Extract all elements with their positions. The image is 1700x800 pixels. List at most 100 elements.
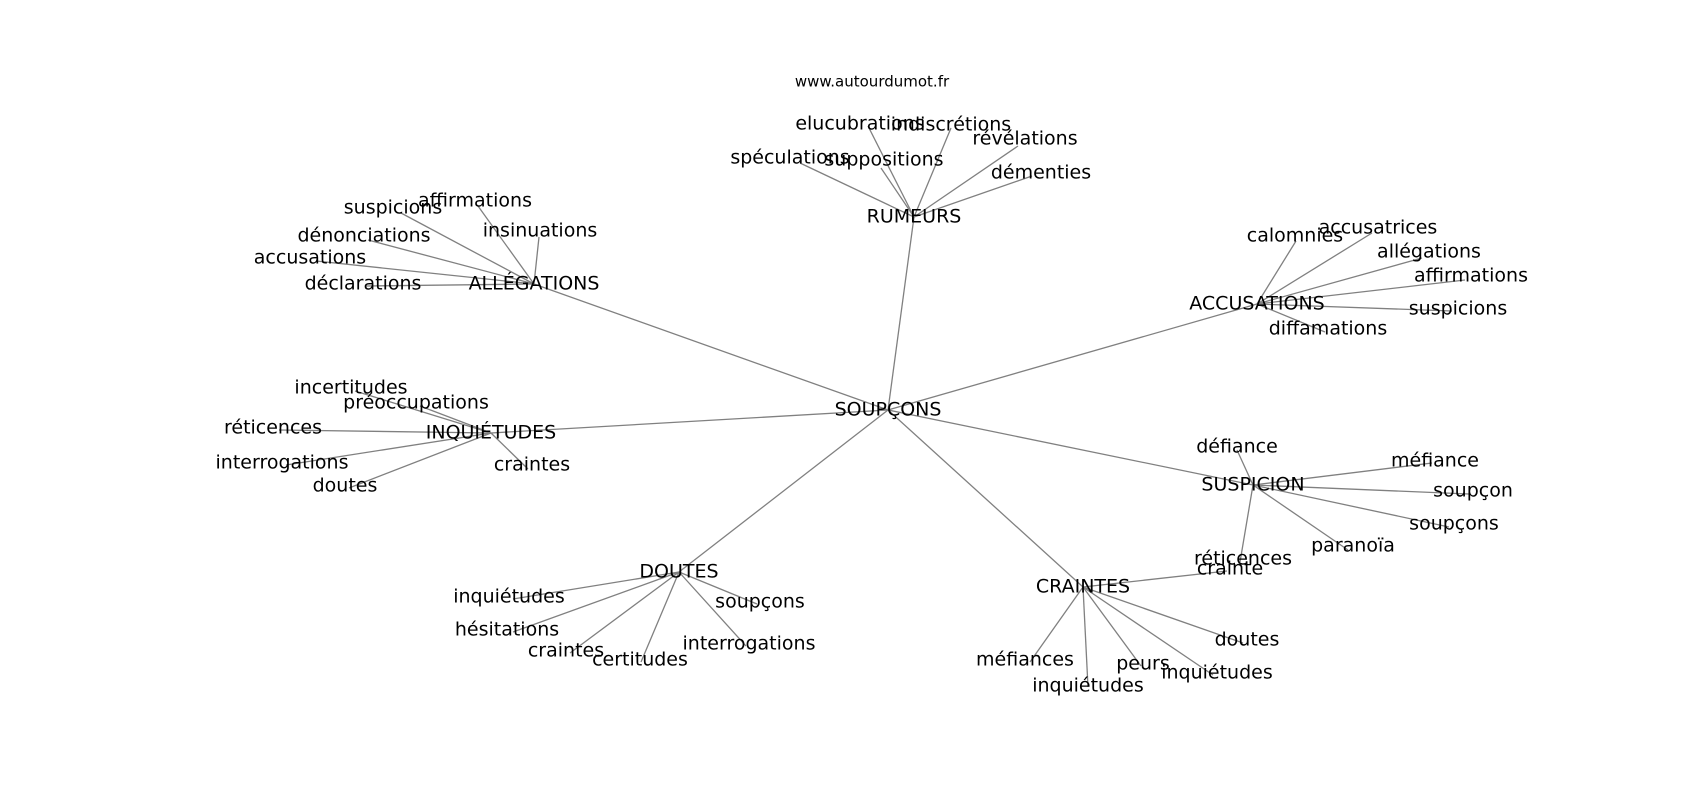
edge-hub-to-leaf: [640, 571, 680, 663]
edge-hub-to-leaf: [1239, 484, 1254, 563]
leaf-node[interactable]: accusations: [254, 247, 366, 269]
edge-hub-to-leaf: [913, 145, 1019, 218]
leaf-node[interactable]: interrogations: [216, 452, 349, 474]
edge-hub-to-leaf: [1256, 303, 1453, 312]
edge-hub-to-leaf: [490, 432, 529, 470]
leaf-node[interactable]: défiance: [1196, 436, 1278, 458]
leaf-node[interactable]: insinuations: [483, 220, 598, 242]
edge-hub-to-leaf: [400, 212, 535, 285]
edge-hub-to-leaf: [799, 162, 915, 218]
edge-hub-to-leaf: [1256, 257, 1423, 305]
edge-center-to-hub: [887, 216, 915, 411]
leaf-node[interactable]: accusatrices: [1319, 217, 1438, 239]
leaf-node[interactable]: méfiances: [976, 649, 1074, 671]
center-node[interactable]: SOUPÇONS: [835, 399, 942, 421]
graph-edges: [278, 125, 1470, 688]
edge-hub-to-leaf: [1252, 484, 1349, 551]
hub-node[interactable]: CRAINTES: [1036, 576, 1130, 598]
leaf-node[interactable]: soupçons: [1409, 513, 1499, 535]
leaf-node[interactable]: suppositions: [824, 149, 943, 171]
leaf-node[interactable]: incertitudes: [294, 377, 407, 399]
edge-hub-to-leaf: [678, 571, 747, 647]
leaf-node[interactable]: craintes: [494, 454, 570, 476]
edge-hub-to-leaf: [285, 432, 492, 466]
leaf-node[interactable]: doutes: [313, 475, 378, 497]
edge-hub-to-leaf: [477, 205, 535, 285]
leaf-node[interactable]: certitudes: [592, 649, 688, 671]
leaf-node[interactable]: indiscrétions: [891, 114, 1011, 136]
leaf-node[interactable]: doutes: [1215, 629, 1280, 651]
edge-hub-to-leaf: [1256, 232, 1373, 305]
edge-hub-to-leaf: [867, 125, 915, 218]
edge-hub-to-leaf: [913, 127, 952, 218]
leaf-node[interactable]: inquiétudes: [1161, 662, 1273, 684]
edge-hub-to-leaf: [1082, 586, 1214, 676]
edge-hub-to-leaf: [367, 239, 535, 285]
edge-center-to-hub: [887, 409, 1254, 486]
edge-hub-to-leaf: [913, 175, 1033, 218]
edge-center-to-hub: [887, 409, 1084, 588]
leaf-node[interactable]: affirmations: [418, 190, 532, 212]
leaf-node[interactable]: inquiétudes: [1032, 675, 1144, 697]
leaf-node[interactable]: affirmations: [1414, 265, 1528, 287]
leaf-node[interactable]: craintes: [528, 640, 604, 662]
edge-hub-to-leaf: [1256, 240, 1297, 305]
leaf-node[interactable]: diffamations: [1269, 318, 1388, 340]
edge-hub-to-leaf: [278, 429, 492, 434]
leaf-node[interactable]: déclarations: [305, 273, 422, 295]
hub-node[interactable]: ALLÉGATIONS: [469, 272, 600, 295]
edge-hub-to-leaf: [1252, 484, 1450, 528]
edge-hub-to-leaf: [1082, 586, 1089, 688]
leaf-node[interactable]: inquiétudes: [453, 586, 565, 608]
leaf-node[interactable]: soupçons: [715, 591, 805, 613]
leaf-node[interactable]: méfiance: [1391, 450, 1479, 472]
edge-hub-to-leaf: [315, 260, 535, 285]
leaf-node[interactable]: réticences: [224, 417, 322, 439]
leaf-node[interactable]: hésitations: [455, 619, 559, 641]
edge-hub-to-leaf: [1082, 570, 1228, 588]
edge-hub-to-leaf: [1252, 484, 1470, 495]
edge-hub-to-leaf: [569, 571, 680, 654]
edge-hub-to-leaf: [512, 571, 680, 633]
leaf-node[interactable]: paranoïa: [1311, 535, 1395, 557]
leaf-node[interactable]: peurs: [1116, 653, 1170, 675]
leaf-node[interactable]: interrogations: [683, 633, 816, 655]
edge-center-to-hub: [533, 283, 889, 411]
edge-hub-to-leaf: [678, 571, 758, 605]
edge-center-to-hub: [490, 409, 889, 434]
edge-hub-to-leaf: [1256, 279, 1466, 305]
leaf-node[interactable]: elucubrations: [795, 113, 924, 135]
site-credit[interactable]: www.autourdumot.fr: [795, 73, 950, 91]
edge-hub-to-leaf: [880, 167, 915, 218]
edge-hub-to-leaf: [1236, 449, 1254, 486]
leaf-node[interactable]: suspicions: [1409, 298, 1507, 320]
leaf-node[interactable]: réticences: [1194, 548, 1292, 570]
leaf-node[interactable]: soupçon: [1433, 480, 1513, 502]
leaf-node[interactable]: démenties: [991, 162, 1091, 184]
edge-hub-to-leaf: [1029, 586, 1084, 663]
leaf-node[interactable]: dénonciations: [297, 225, 430, 247]
edge-hub-to-leaf: [533, 236, 540, 285]
hub-node[interactable]: INQUIÉTUDES: [426, 421, 557, 444]
leaf-node[interactable]: révélations: [972, 128, 1077, 150]
edge-hub-to-leaf: [1256, 303, 1326, 333]
edge-hub-to-leaf: [1082, 586, 1244, 644]
hub-node[interactable]: RUMEURS: [867, 206, 962, 228]
hub-node[interactable]: SUSPICION: [1201, 474, 1304, 496]
leaf-node[interactable]: calomnies: [1247, 225, 1343, 247]
leaf-node[interactable]: allégations: [1377, 241, 1481, 263]
leaf-node[interactable]: préoccupations: [343, 392, 489, 414]
edge-hub-to-leaf: [348, 432, 492, 489]
leaf-node[interactable]: spéculations: [730, 147, 849, 169]
hub-node[interactable]: DOUTES: [639, 561, 718, 583]
edge-hub-to-leaf: [1252, 462, 1433, 486]
edge-hub-to-leaf: [1082, 586, 1142, 667]
hub-node[interactable]: ACCUSATIONS: [1189, 293, 1324, 315]
edge-hub-to-leaf: [419, 405, 492, 434]
leaf-node[interactable]: crainte: [1197, 558, 1263, 580]
edge-hub-to-leaf: [512, 571, 680, 600]
leaf-node[interactable]: suspicions: [344, 197, 442, 219]
edge-hub-to-leaf: [364, 283, 535, 287]
